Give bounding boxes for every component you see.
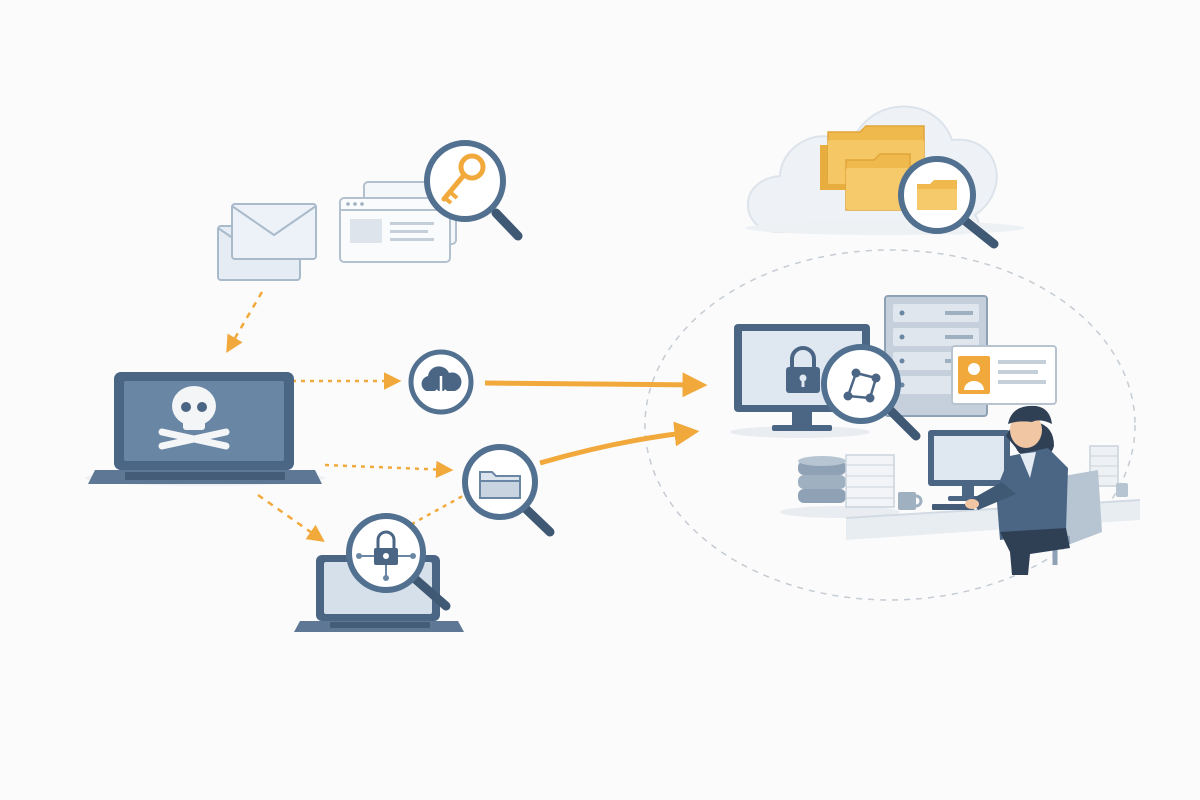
paper-stack bbox=[845, 454, 895, 508]
flow-cloud-to-zone bbox=[484, 372, 708, 398]
database-stack-icon bbox=[798, 456, 846, 503]
envelope-icon bbox=[217, 203, 317, 281]
flow-laptop-to-file-search bbox=[324, 460, 454, 479]
key-magnifier-icon bbox=[424, 140, 523, 241]
folder-magnifier-icon bbox=[462, 444, 555, 537]
person-at-desk-icon bbox=[928, 405, 1102, 575]
cloud-download-icon bbox=[408, 349, 474, 415]
flow-laptop-to-lock-search bbox=[257, 493, 325, 543]
lock-network-magnifier-icon bbox=[346, 513, 451, 611]
flow-file-search-to-lock bbox=[409, 490, 471, 527]
skull-crossbones-icon bbox=[158, 386, 230, 450]
compromised-laptop bbox=[85, 372, 325, 486]
folder-stack bbox=[820, 125, 925, 211]
network-magnifier-icon bbox=[821, 344, 921, 441]
coffee-mug-icon bbox=[898, 492, 923, 510]
user-card-icon bbox=[951, 345, 1057, 405]
security-zone-boundary bbox=[644, 249, 1136, 601]
cloud-folder-icon bbox=[745, 105, 1025, 249]
flow-arrows bbox=[226, 291, 708, 543]
folder-magnifier bbox=[898, 156, 999, 249]
flow-email-to-laptop bbox=[226, 291, 264, 354]
flow-files-to-zone bbox=[539, 421, 700, 466]
